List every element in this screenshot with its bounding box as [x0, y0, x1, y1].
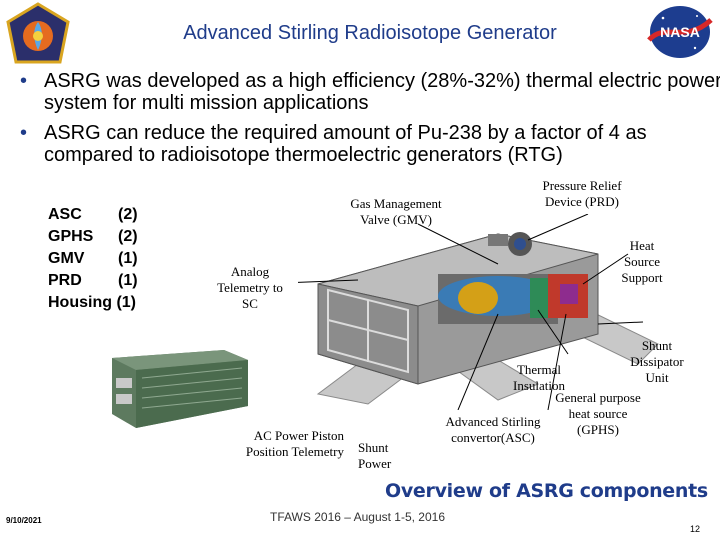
label-ac-power: AC Power Piston Position Telemetry — [245, 428, 344, 459]
controller-unit-image — [112, 350, 248, 428]
label-asc: Advanced Stirling convertor(ASC) — [445, 414, 541, 445]
figure-caption: Overview of ASRG components — [385, 480, 708, 502]
component-row: Housing (1) — [48, 294, 137, 311]
label-thermal-insulation: Thermal Insulation — [513, 362, 565, 393]
label-gphs: General purpose heat source (GPHS) — [555, 390, 641, 437]
component-row: PRD(1) — [48, 272, 138, 289]
component-row: ASC(2) — [48, 206, 138, 223]
nasa-logo-text: NASA — [660, 24, 700, 40]
asrg-assembly-image — [298, 214, 659, 410]
label-prd: Pressure Relief Device (PRD) — [542, 178, 622, 209]
nasa-logo: NASA — [647, 6, 713, 58]
bullet-dot-icon: • — [20, 70, 28, 92]
bullet-2: • ASRG can reduce the required amount of… — [20, 122, 720, 166]
bullet-dot-icon: • — [20, 122, 28, 144]
component-row: GMV(1) — [48, 250, 138, 267]
component-list: ASC(2) GPHS(2) GMV(1) PRD(1) Housing (1) — [48, 204, 138, 314]
label-gmv: Gas Management Valve (GMV) — [350, 196, 442, 227]
label-analog-telemetry: Analog Telemetry to SC — [217, 264, 283, 311]
label-shunt-power: Shunt Power — [358, 440, 392, 471]
footer-conference: TFAWS 2016 – August 1-5, 2016 — [270, 510, 445, 524]
component-row: GPHS(2) — [48, 228, 138, 245]
slide-title: Advanced Stirling Radioisotope Generator — [183, 22, 557, 44]
label-heat-source-support: Heat Source Support — [621, 238, 663, 285]
bullet-2-text: ASRG can reduce the required amount of P… — [44, 122, 647, 166]
label-shunt-dissipator: Shunt Dissipator Unit — [630, 338, 684, 385]
footer-date: 9/10/2021 — [6, 516, 42, 525]
page-number: 12 — [690, 524, 701, 534]
bullet-1: • ASRG was developed as a high efficienc… — [20, 70, 720, 114]
bullet-1-text: ASRG was developed as a high efficiency … — [44, 70, 720, 114]
mission-patch-logo — [6, 2, 70, 64]
